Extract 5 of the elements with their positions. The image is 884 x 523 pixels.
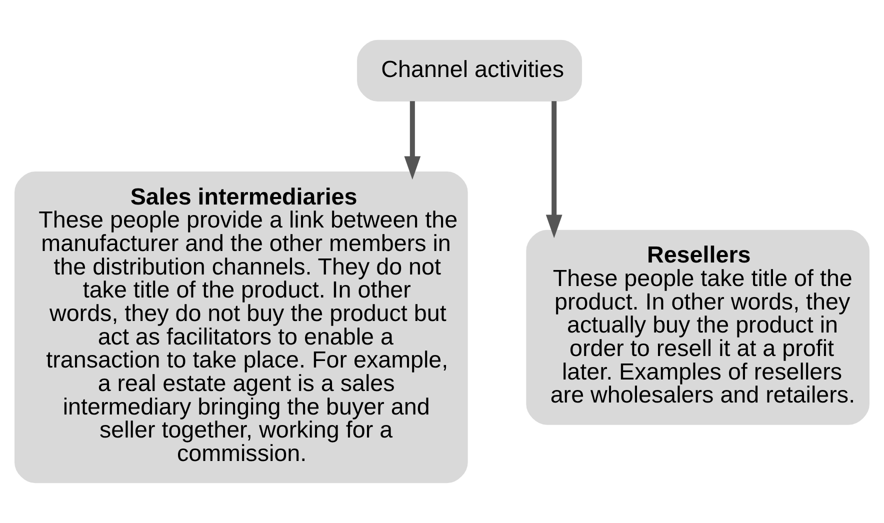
node-box: Resellers These people take title of the product. In other words, they actually buy the product in order to resell it at a profit later. Examples of resellers are wholesalers and retailers. [526,230,870,425]
node-box: Sales intermediaries These people provide a link between the manufacturer and the other members in the distribution channels. They do not take title of the product. In other words, they do not buy the product but act as facilitators to enable a transaction to take place. For example, a real estate agent is a sales intermediary bringing the buyer and seller together, working for a commission. [14,172,468,484]
arrow [404,101,421,180]
node-box: Channel activities [357,40,582,102]
arrow [546,101,562,238]
